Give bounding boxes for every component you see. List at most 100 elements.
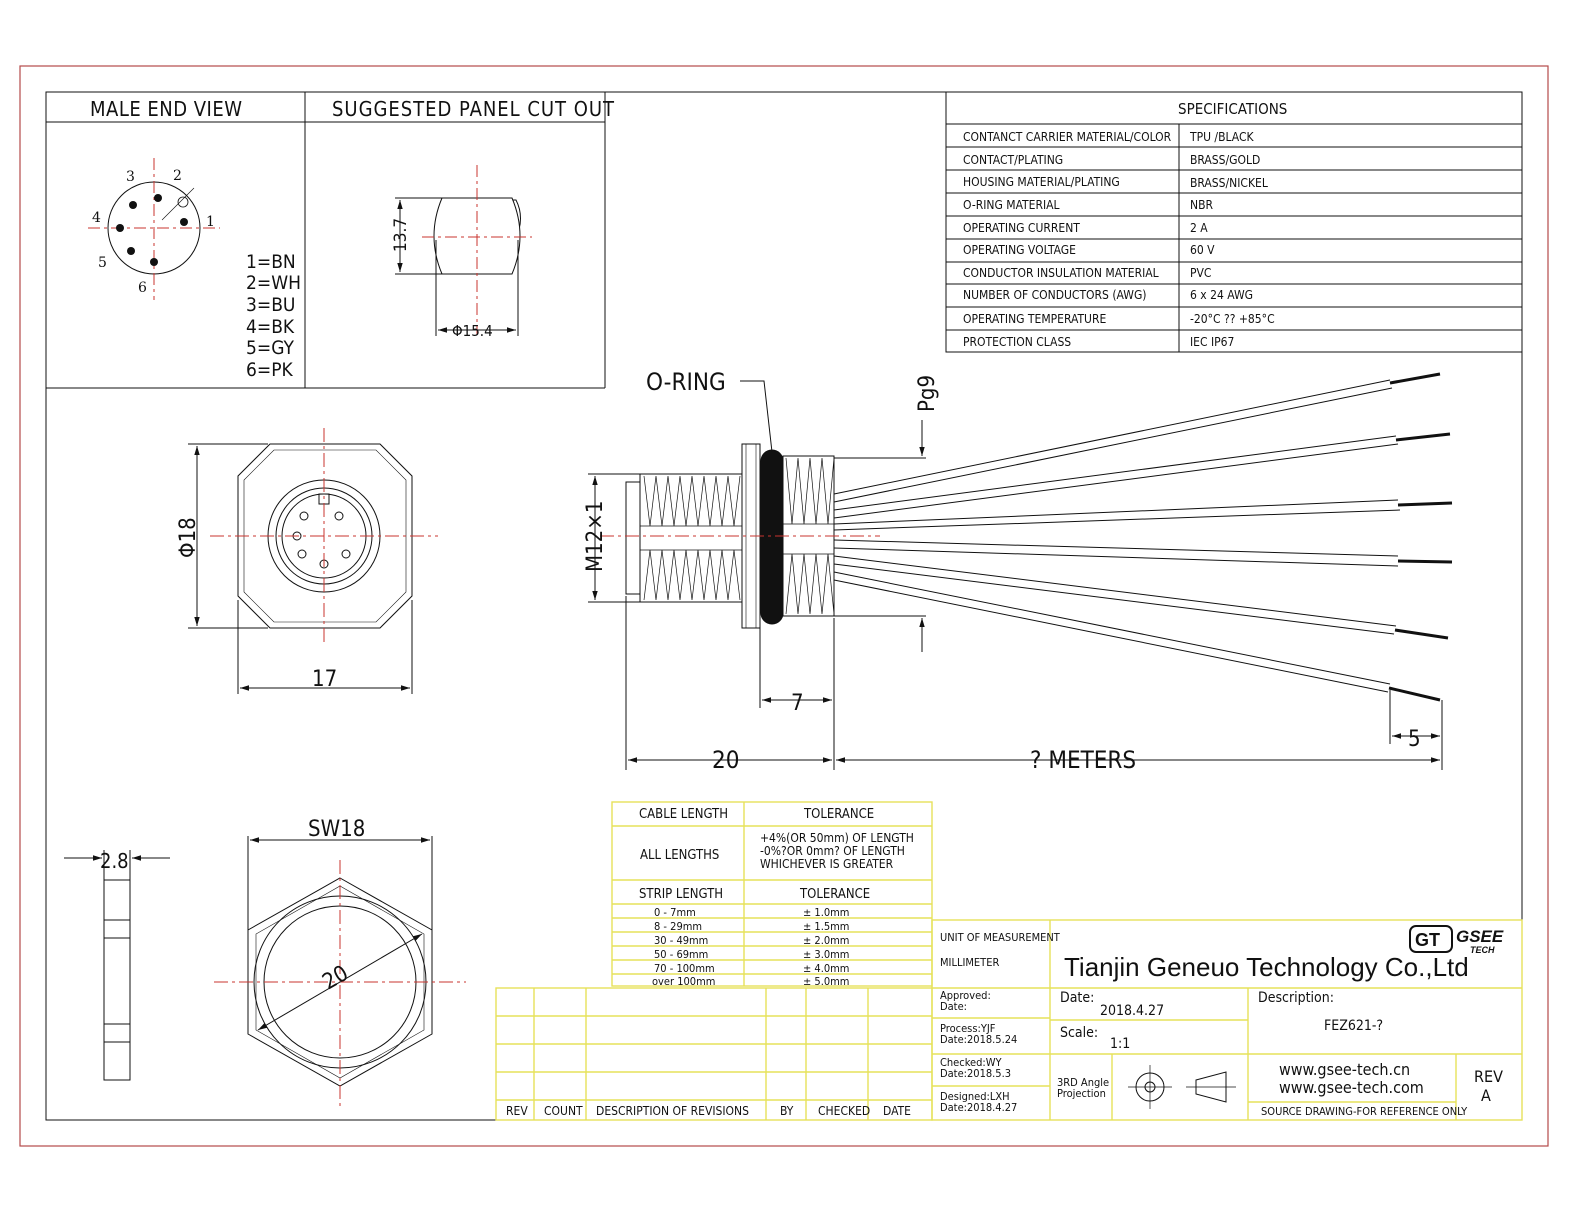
unit-value: MILLIMETER (940, 956, 999, 969)
strip-tol: ± 3.0mm (803, 948, 849, 961)
view-header-boxes (46, 92, 606, 389)
cutout-dia-dim: Φ15.4 (452, 322, 493, 340)
spec-value: 2 A (1190, 221, 1208, 235)
strip-tol: ± 1.0mm (803, 906, 849, 919)
cable-length-header: CABLE LENGTH (639, 807, 728, 822)
date-value: 2018.4.27 (1100, 1003, 1164, 1019)
website-cn: www.gsee-tech.cn (1279, 1060, 1410, 1079)
pin-number-6: 6 (138, 280, 147, 296)
spec-value: IEC IP67 (1190, 335, 1234, 349)
logo-gt: GT (1415, 930, 1440, 950)
designed-label: Designed:LXH (940, 1090, 1010, 1103)
strip-tolerance-header: TOLERANCE (799, 887, 870, 902)
cable-tolerance-header: TOLERANCE (803, 807, 874, 822)
strip-tol: ± 4.0mm (803, 962, 849, 975)
scale-value: 1:1 (1110, 1036, 1130, 1052)
spec-rows: CONTANCT CARRIER MATERIAL/COLOR TPU /BLA… (963, 130, 1275, 349)
pin-dot (150, 258, 158, 266)
spec-label: CONTACT/PLATING (963, 153, 1063, 167)
nut-sw-dim: SW18 (308, 817, 365, 842)
projection-symbol (1128, 1065, 1236, 1109)
approved-label: Approved: (940, 989, 991, 1002)
all-lengths-tol: -0%?OR 0mm? OF LENGTH (760, 844, 905, 858)
process-label: Process:YJF (940, 1022, 996, 1035)
pin-dot (127, 247, 135, 255)
projection-label: Projection (1057, 1087, 1106, 1100)
revision-table (495, 987, 933, 1121)
description-col: DESCRIPTION OF REVISIONS (596, 1104, 749, 1118)
front-dia-dim: Φ18 (176, 517, 201, 558)
pin-dot (154, 194, 162, 202)
strip-range: over 100mm (652, 975, 715, 988)
strip-range: 50 - 69mm (654, 948, 708, 961)
all-lengths-tol: WHICHEVER IS GREATER (760, 857, 894, 871)
wire (833, 555, 1449, 640)
company-name: Tianjin Geneuo Technology Co.,Ltd (1064, 952, 1469, 982)
pin-number-5: 5 (98, 255, 107, 271)
scale-label: Scale: (1060, 1025, 1098, 1041)
wire (833, 539, 1453, 567)
pin-color: 1=BN (246, 251, 296, 273)
spec-label: OPERATING TEMPERATURE (963, 312, 1106, 326)
gsee-logo: GT GSEE TECH (1409, 925, 1504, 955)
date-col: DATE (883, 1104, 911, 1118)
front-view-drawing (188, 428, 438, 694)
spec-value: BRASS/GOLD (1190, 153, 1260, 167)
len-20-dim: 20 (712, 746, 739, 774)
rev-col: REV (506, 1104, 528, 1118)
strip-range: 70 - 100mm (654, 962, 715, 975)
spec-label: CONTANCT CARRIER MATERIAL/COLOR (963, 130, 1172, 144)
o-ring-label: O-RING (646, 368, 726, 396)
spec-value: BRASS/NICKEL (1190, 176, 1268, 190)
checked-label: Checked:WY (940, 1056, 1003, 1069)
meters-dim: ? METERS (1030, 746, 1136, 774)
description-label: Description: (1258, 990, 1334, 1006)
wire (833, 499, 1453, 531)
spec-value: 6 x 24 AWG (1190, 288, 1253, 302)
spec-value: -20°C ?? +85°C (1190, 312, 1275, 326)
pin-color: 4=BK (246, 316, 295, 338)
nut-thickness-dim: 2.8 (100, 849, 129, 873)
pin-color: 6=PK (246, 359, 294, 381)
pin-color: 5=GY (246, 337, 294, 359)
side-view-drawing (588, 380, 1443, 770)
approved-date: Date: (940, 1000, 967, 1013)
strip-range: 30 - 49mm (654, 934, 708, 947)
spec-label: HOUSING MATERIAL/PLATING (963, 175, 1120, 189)
checked-date: Date:2018.5.3 (940, 1067, 1011, 1080)
cutout-height-dim: 13.7 (391, 218, 411, 252)
specifications-table (945, 91, 1523, 353)
pin-number-1: 1 (206, 214, 215, 230)
spec-label: CONDUCTOR INSULATION MATERIAL (963, 266, 1159, 280)
pin-number-2: 2 (173, 168, 182, 184)
strip-rows: 0 - 7mm ± 1.0mm 8 - 29mm ± 1.5mm 30 - 49… (652, 906, 849, 988)
pin-color-legend: 1=BN 2=WH 3=BU 4=BK 5=GY 6=PK (246, 251, 301, 381)
tolerance-table (611, 801, 933, 987)
spec-label: OPERATING VOLTAGE (963, 243, 1076, 257)
rev-value: A (1481, 1086, 1491, 1105)
spec-label: O-RING MATERIAL (963, 198, 1060, 212)
wires (833, 372, 1453, 702)
spec-value: PVC (1190, 266, 1211, 280)
date-label: Date: (1060, 990, 1094, 1006)
nut-side-view (64, 850, 170, 1081)
unit-label: UNIT OF MEASUREMENT (940, 931, 1061, 944)
panel-cutout-drawing (395, 165, 532, 336)
spec-value: TPU /BLACK (1189, 130, 1254, 144)
process-date: Date:2018.5.24 (940, 1033, 1017, 1046)
len-7-dim: 7 (791, 691, 804, 716)
website-com: www.gsee-tech.com (1279, 1078, 1424, 1097)
nut-front-view (214, 836, 466, 1108)
logo-tech: TECH (1470, 945, 1495, 955)
projection-label: 3RD Angle (1057, 1076, 1109, 1089)
strip-5-dim: 5 (1408, 727, 1421, 752)
description-value: FEZ621-? (1324, 1018, 1383, 1034)
count-col: COUNT (544, 1104, 583, 1118)
wire (833, 432, 1451, 519)
wire (833, 372, 1441, 503)
strip-range: 0 - 7mm (654, 906, 696, 919)
panel-cut-out-title: SUGGESTED PANEL CUT OUT (332, 97, 615, 121)
outer-frame (19, 65, 1549, 1147)
spec-value: NBR (1190, 198, 1213, 212)
